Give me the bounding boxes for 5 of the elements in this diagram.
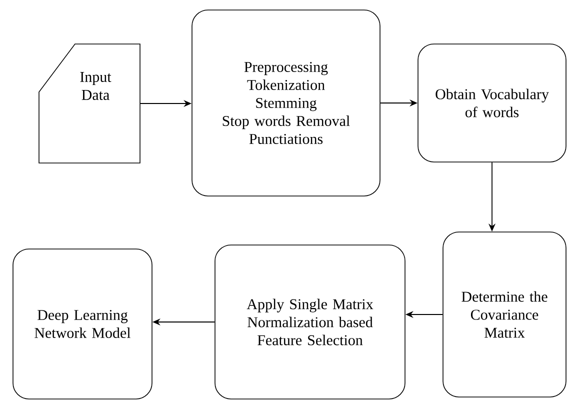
process-box: Apply Single Matrix Normalization based Feature Selection [214,244,406,400]
process-box: Obtain Vocabulary of words [418,44,566,162]
process-box: Deep Learning Network Model [12,248,152,400]
process-box: Determine the Covariance Matrix [442,232,566,398]
process-box: Preprocessing Tokenization Stemming Stop words Removal Punctiations [192,10,380,196]
